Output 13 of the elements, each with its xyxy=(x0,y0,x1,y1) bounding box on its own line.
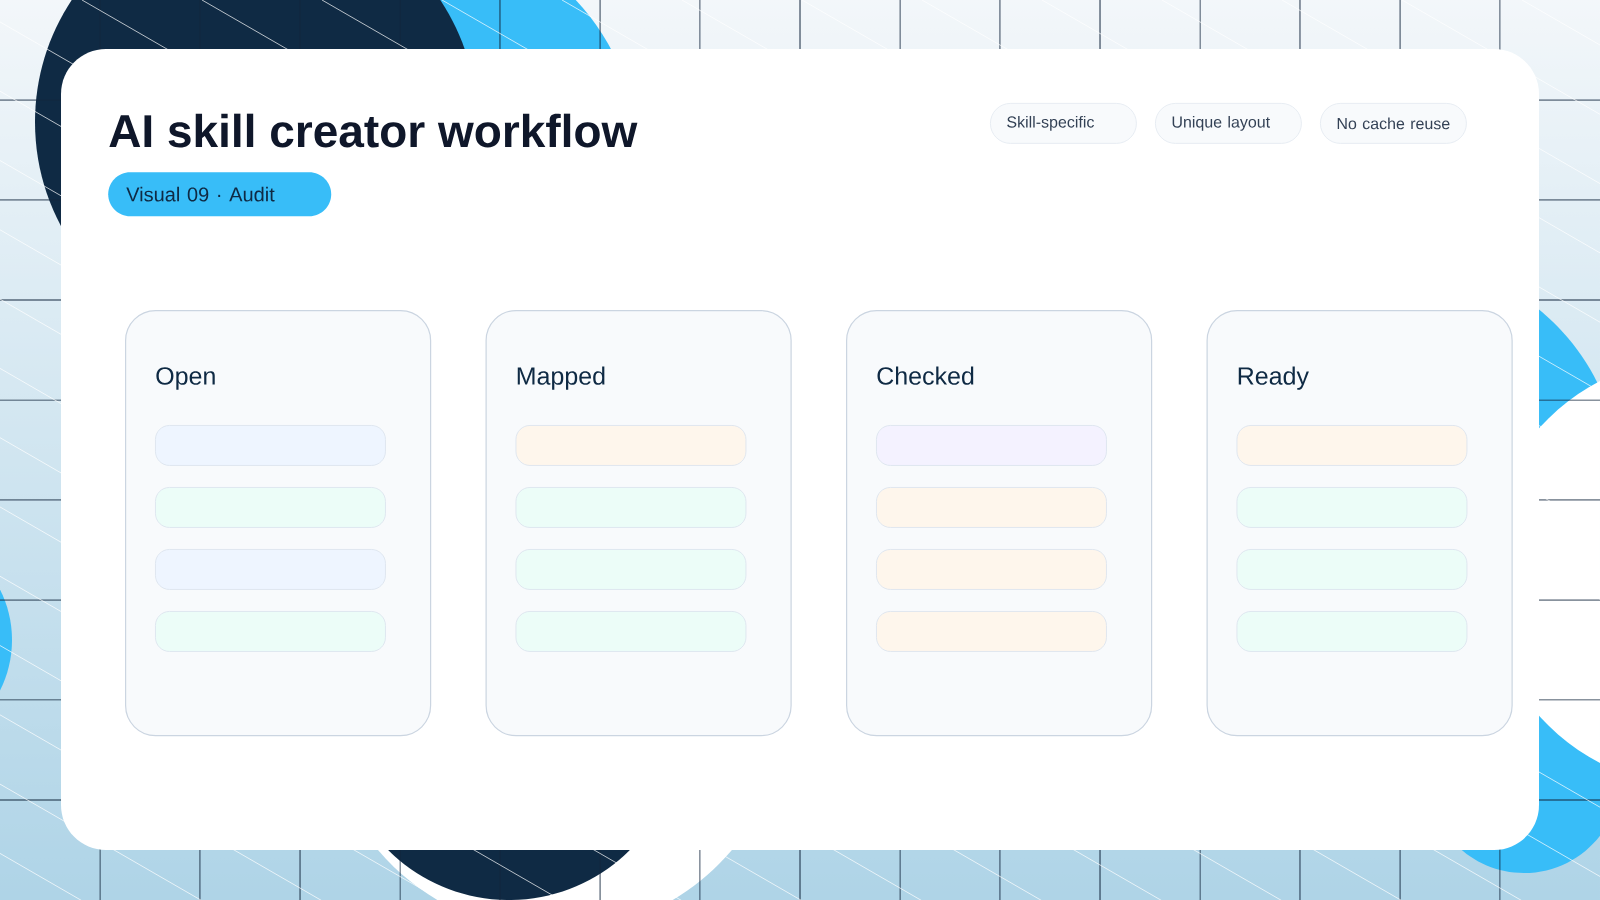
placeholder-bar xyxy=(155,487,386,528)
placeholder-bar xyxy=(876,487,1107,528)
placeholder-bar xyxy=(876,425,1107,466)
title: AI skill creator workflow xyxy=(109,113,638,148)
placeholder-bar xyxy=(876,611,1107,652)
tag-chip: No cache reuse xyxy=(1320,103,1467,144)
placeholder-bar xyxy=(155,611,386,652)
tag-chip: Unique layout xyxy=(1155,103,1302,144)
placeholder-bar xyxy=(155,549,386,590)
placeholder-bar xyxy=(155,425,386,466)
tag-chip: Skill-specific xyxy=(990,103,1137,144)
placeholder-bar xyxy=(876,549,1107,590)
placeholder-bar xyxy=(515,425,747,466)
